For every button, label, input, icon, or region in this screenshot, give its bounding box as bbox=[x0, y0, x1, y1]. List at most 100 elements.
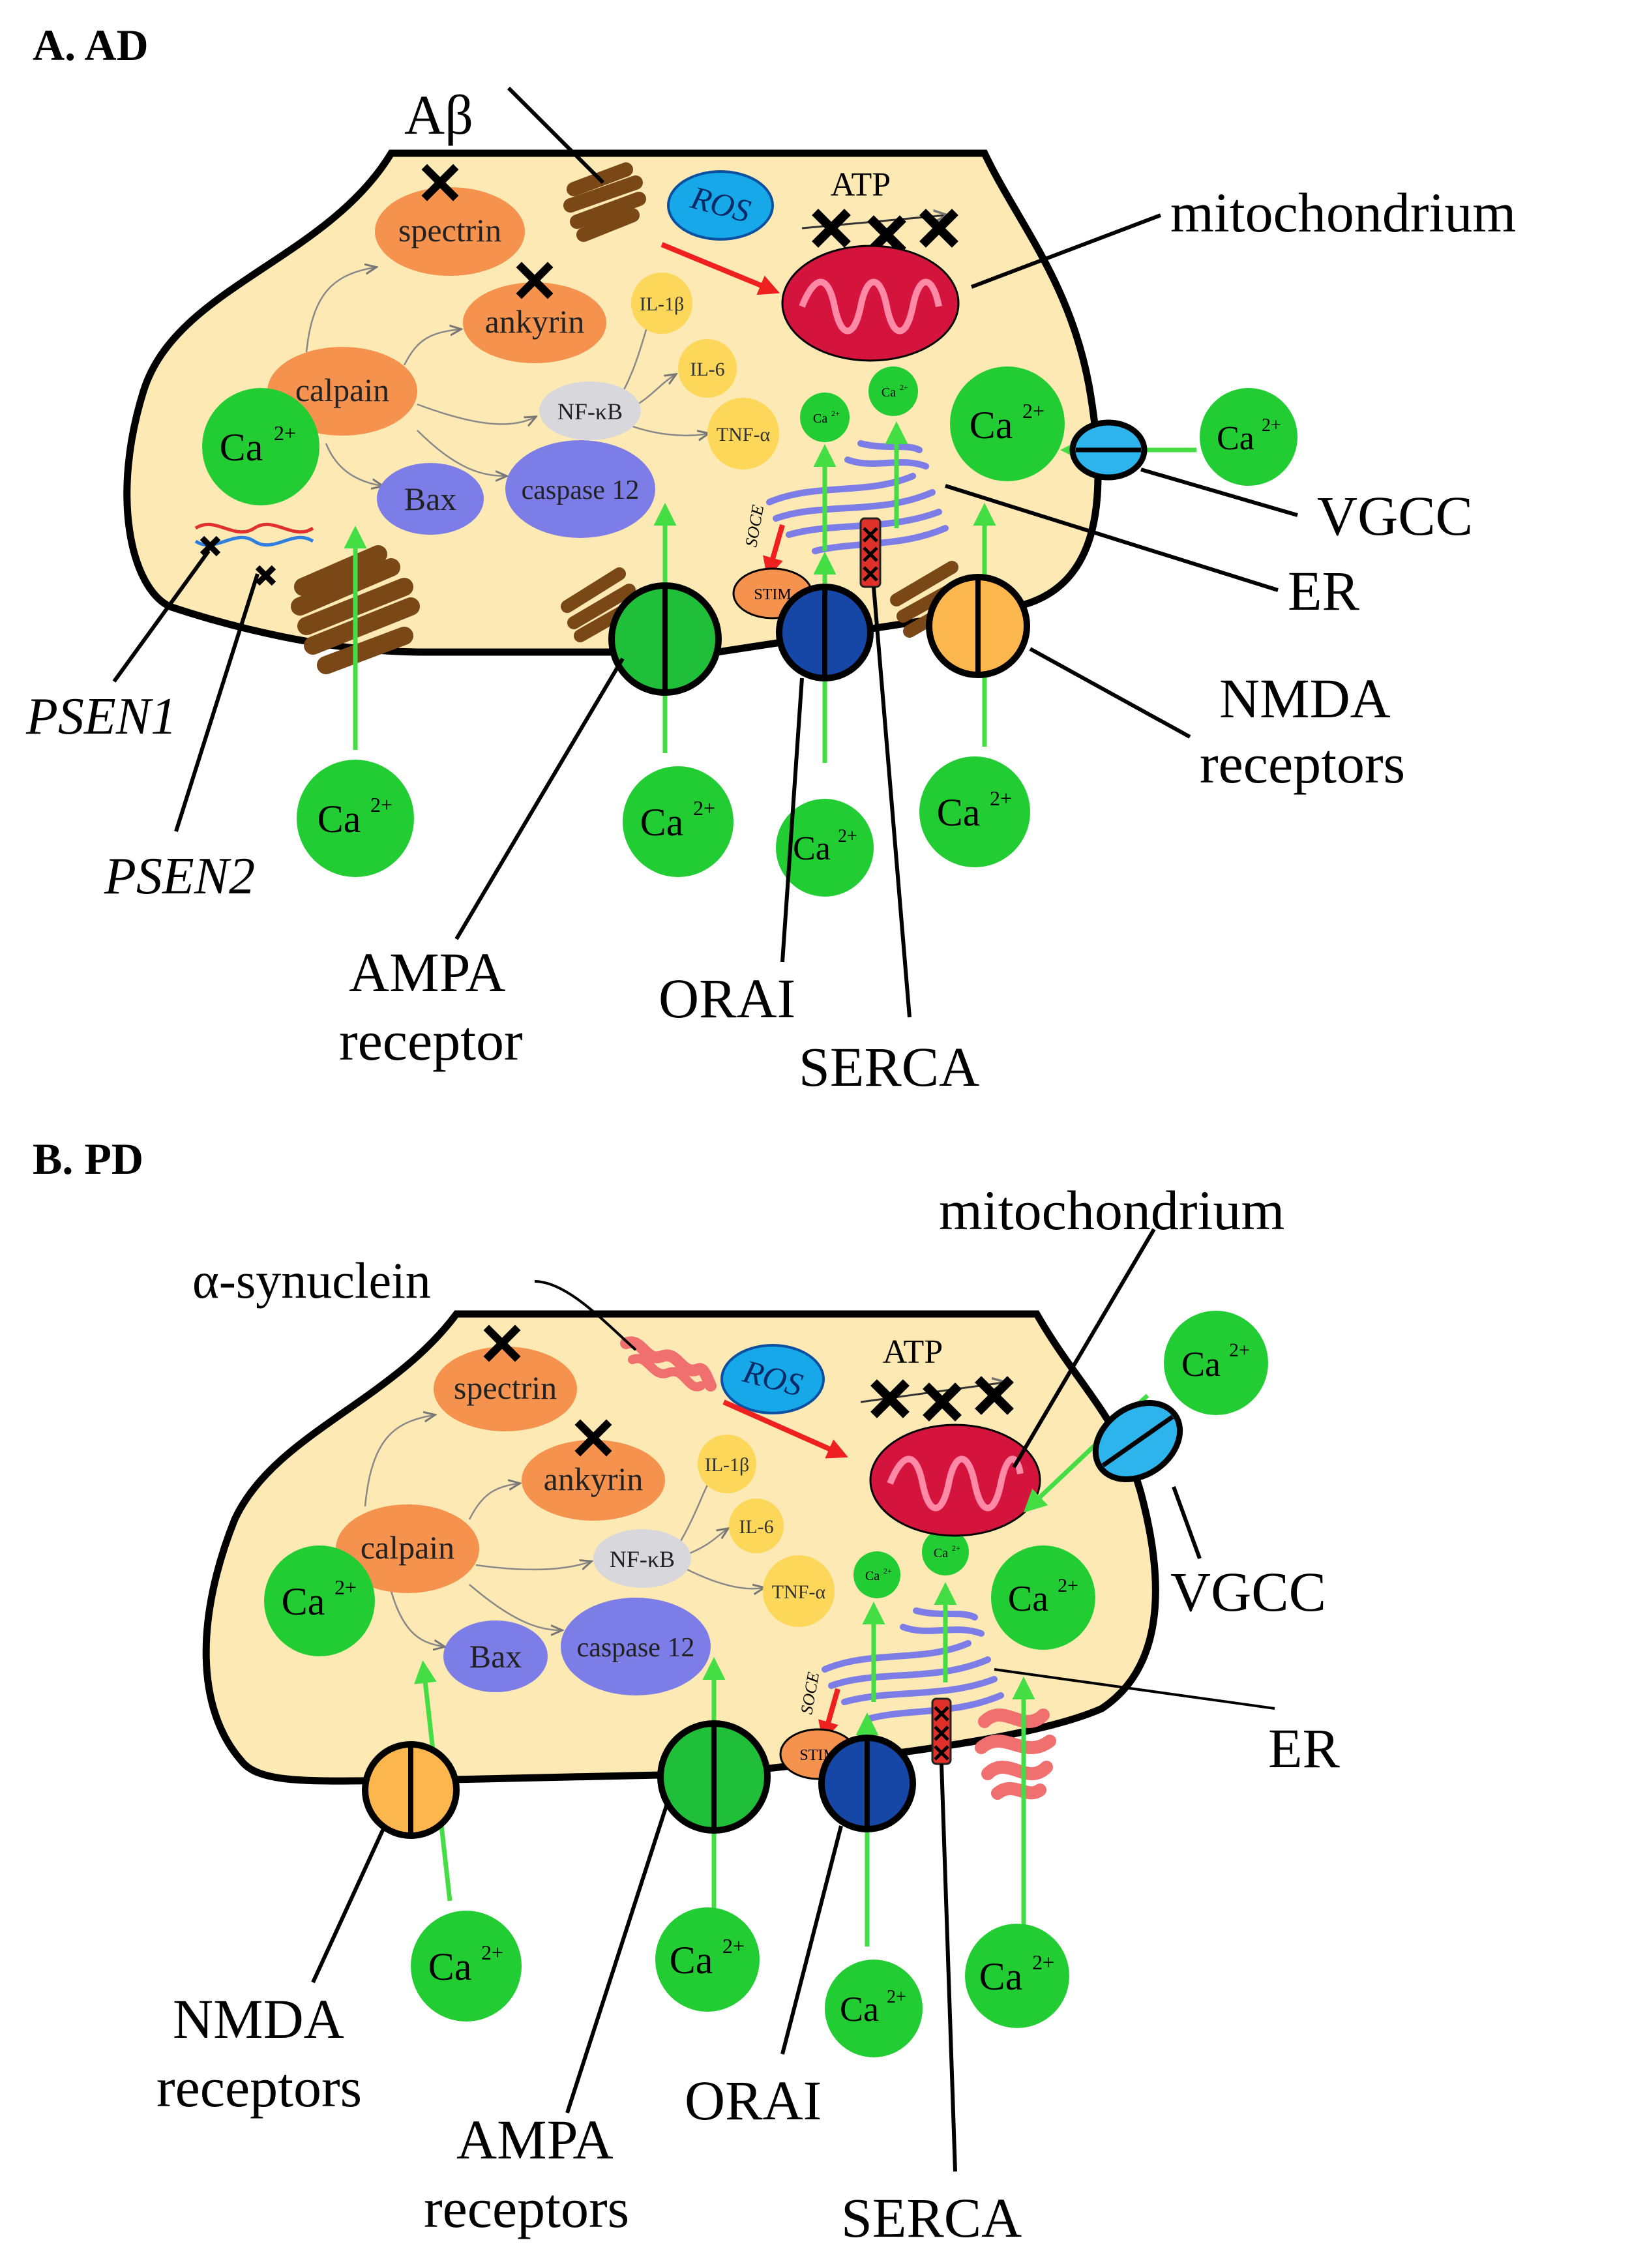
bax-label-b: Bax bbox=[469, 1638, 522, 1675]
ankyrin-label-b: ankyrin bbox=[544, 1461, 644, 1497]
x-marks-psen bbox=[200, 535, 276, 586]
svg-text:2+: 2+ bbox=[1058, 1575, 1078, 1596]
svg-text:Ca: Ca bbox=[882, 385, 896, 400]
calpain-label: calpain bbox=[295, 372, 389, 408]
leader-serca-a bbox=[872, 586, 911, 1018]
ros bbox=[667, 170, 774, 241]
x-marks-serca-a bbox=[863, 527, 878, 582]
x-mark-spectrin bbox=[421, 164, 459, 201]
nf-kb-label: NF-κB bbox=[557, 398, 623, 425]
panel-a-title: A. AD bbox=[33, 20, 149, 70]
calpain-label-b: calpain bbox=[361, 1529, 454, 1566]
vgcc-a bbox=[1069, 419, 1148, 481]
leader-vgcc-a bbox=[1140, 468, 1298, 517]
svg-text:2+: 2+ bbox=[900, 383, 908, 392]
calcium-ion-a-ext-2: Ca 2+ bbox=[623, 766, 734, 877]
svg-text:Ca: Ca bbox=[934, 1546, 948, 1560]
svg-text:2+: 2+ bbox=[887, 1987, 906, 2007]
spectrin bbox=[375, 187, 525, 276]
psen1-label: PSEN1 bbox=[25, 688, 177, 745]
vgcc-label-b: VGCC bbox=[1170, 1560, 1326, 1623]
arrow-calpain-nfkb-b bbox=[475, 1562, 590, 1571]
x-marks-atp bbox=[812, 209, 958, 254]
caspase-12 bbox=[505, 440, 655, 538]
x-mark-ankyrin-b bbox=[574, 1419, 612, 1457]
svg-text:Ca: Ca bbox=[840, 1990, 879, 2029]
arrow-calpain-ankyrin bbox=[403, 329, 460, 366]
calcium-ion-b-small-1: Ca 2+ bbox=[853, 1551, 900, 1598]
arrow-calpain-caspase-b bbox=[469, 1584, 561, 1630]
leader-nmda-b bbox=[311, 1825, 387, 1984]
spectrin-b bbox=[434, 1347, 577, 1431]
tnf-a-label: TNF-α bbox=[717, 424, 771, 445]
x-marks-atp-b bbox=[870, 1376, 1014, 1422]
bax-label: Bax bbox=[404, 481, 457, 517]
leader-ampa-b bbox=[565, 1799, 670, 2113]
leader-orai-a bbox=[780, 678, 804, 962]
er-label-b: ER bbox=[1268, 1717, 1341, 1780]
leader-vgcc-b bbox=[1172, 1485, 1202, 1560]
calpain-b bbox=[336, 1504, 479, 1593]
svg-text:2+: 2+ bbox=[481, 1941, 503, 1964]
ankyrin-b bbox=[522, 1440, 665, 1521]
svg-text:Ca: Ca bbox=[793, 830, 831, 867]
serca-label-b: SERCA bbox=[841, 2186, 1022, 2249]
calcium-ion-a-ext-vgcc: Ca 2+ bbox=[1200, 388, 1297, 486]
orai-channel-b bbox=[818, 1735, 916, 1832]
nf-kb-b bbox=[593, 1529, 691, 1588]
nmda-label-a-2: receptors bbox=[1200, 732, 1405, 795]
leader-asyn bbox=[534, 1280, 637, 1351]
abeta-label: Aβ bbox=[404, 83, 473, 146]
svg-text:2+: 2+ bbox=[990, 786, 1012, 810]
mitochondrium-label-b: mitochondrium bbox=[939, 1179, 1284, 1242]
alpha-synuclein-aggregate bbox=[975, 1708, 1056, 1800]
mitochondrium-b bbox=[869, 1424, 1041, 1537]
leader-nmda-a bbox=[1029, 647, 1191, 739]
leader-psen1 bbox=[112, 550, 211, 683]
mitochondrium-a bbox=[781, 245, 960, 362]
svg-text:Ca: Ca bbox=[1217, 420, 1254, 457]
il-1b-label: IL-1β bbox=[640, 293, 685, 315]
svg-text:2+: 2+ bbox=[693, 796, 715, 820]
arrow-calpain-spectrin-b bbox=[364, 1415, 434, 1507]
calcium-ion-a-ext-3: Ca 2+ bbox=[776, 799, 874, 897]
vgcc-b bbox=[1092, 1399, 1183, 1483]
svg-text:2+: 2+ bbox=[838, 826, 857, 846]
svg-text:Ca: Ca bbox=[670, 1939, 713, 1982]
svg-text:Ca: Ca bbox=[979, 1955, 1023, 1998]
panel-a: A. AD spectrin ankyrin calpain Bax bbox=[25, 20, 1516, 1098]
er-label-a: ER bbox=[1288, 560, 1360, 622]
svg-text:Ca: Ca bbox=[1008, 1579, 1048, 1619]
leader-ampa-a bbox=[454, 657, 625, 940]
leader-mitochondrium-b bbox=[1012, 1228, 1156, 1469]
ros-arrow-b bbox=[722, 1399, 848, 1459]
calcium-ion-a-right: Ca 2+ bbox=[950, 366, 1065, 481]
ampa-label-a-1: AMPA bbox=[349, 941, 506, 1004]
arrow-nfkb-tnfa bbox=[625, 423, 707, 436]
nf-kb-label-b: NF-κB bbox=[610, 1546, 675, 1572]
leader-psen2 bbox=[174, 573, 259, 832]
tnf-a bbox=[707, 398, 779, 470]
arrow-nfkb-tnfa-b bbox=[684, 1567, 763, 1589]
calcium-ion-b-small-2: Ca 2+ bbox=[922, 1529, 969, 1575]
x-mark-spectrin-b bbox=[483, 1324, 521, 1362]
panel-b: B. PD spectrin ankyrin calpain Bax caspa… bbox=[33, 1134, 1341, 2249]
caspase-12-b bbox=[561, 1598, 711, 1695]
il-6-label: IL-6 bbox=[690, 359, 724, 380]
svg-text:2+: 2+ bbox=[274, 421, 296, 445]
ampa-label-b-1: AMPA bbox=[456, 2108, 614, 2171]
orai-label-b: ORAI bbox=[685, 2069, 822, 2132]
asyn-label: α-synuclein bbox=[192, 1252, 431, 1309]
arrow-calpain-bax bbox=[325, 443, 381, 486]
arrow-calpain-ankyrin-b bbox=[468, 1484, 518, 1520]
nf-kb bbox=[539, 381, 641, 440]
orai-label-a: ORAI bbox=[659, 967, 795, 1030]
spectrin-label: spectrin bbox=[398, 212, 501, 248]
soce-arrow bbox=[763, 524, 785, 578]
calcium-ion-b-ext-1: Ca 2+ bbox=[411, 1911, 522, 2022]
bax-b bbox=[443, 1620, 548, 1692]
alpha-synuclein-inside bbox=[620, 1336, 717, 1392]
calcium-ion-b-ext-vgcc: Ca 2+ bbox=[1164, 1311, 1268, 1415]
svg-text:2+: 2+ bbox=[334, 1575, 357, 1599]
